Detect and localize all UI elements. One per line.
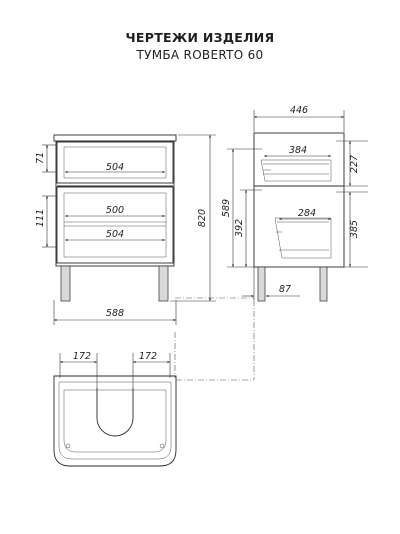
- dim-227: 227: [349, 155, 360, 173]
- dim-111: 111: [35, 209, 46, 227]
- dim-588: 588: [106, 308, 124, 319]
- dim-504-top: 504: [106, 162, 124, 173]
- side-leg-front: [257, 266, 266, 302]
- dim-500: 500: [106, 205, 124, 216]
- side-bottom-drawer: [274, 217, 332, 259]
- dim-172-right: 172: [139, 351, 157, 362]
- leg-hole-left: [65, 443, 71, 449]
- dim-504-bottom: 504: [106, 229, 124, 240]
- front-leg-left: [60, 265, 71, 302]
- dim-820: 820: [197, 209, 208, 227]
- dim-284: 284: [298, 208, 316, 219]
- side-leg-back: [319, 266, 328, 302]
- product-name: ТУМБА ROBERTO 60: [136, 48, 264, 62]
- front-leg-right: [158, 265, 169, 302]
- front-top-panel: [53, 134, 177, 142]
- front-bottom-drawer: [56, 186, 174, 264]
- dim-172-left: 172: [73, 351, 91, 362]
- dim-392: 392: [234, 219, 245, 237]
- dim-71: 71: [35, 152, 46, 164]
- page-title: ЧЕРТЕЖИ ИЗДЕЛИЯ: [125, 30, 275, 45]
- top-outline: [53, 375, 177, 467]
- front-top-drawer: [56, 141, 174, 184]
- siphon-cutout: [96, 388, 134, 437]
- side-view: 446 384 284 589 392 227 385 87: [221, 105, 368, 302]
- leg-hole-right: [159, 443, 165, 449]
- top-view: 172 172: [53, 351, 177, 467]
- side-top-drawer: [260, 159, 332, 182]
- dim-385: 385: [349, 220, 360, 238]
- side-carcass: [253, 132, 345, 268]
- dim-589: 589: [221, 199, 232, 217]
- front-view: 504 500 504 71 111 820 588: [35, 134, 216, 325]
- dim-384: 384: [289, 145, 307, 156]
- dim-87: 87: [279, 284, 291, 295]
- projection-lines: [174, 297, 255, 381]
- dim-446: 446: [290, 105, 308, 116]
- front-carcass: [55, 140, 175, 267]
